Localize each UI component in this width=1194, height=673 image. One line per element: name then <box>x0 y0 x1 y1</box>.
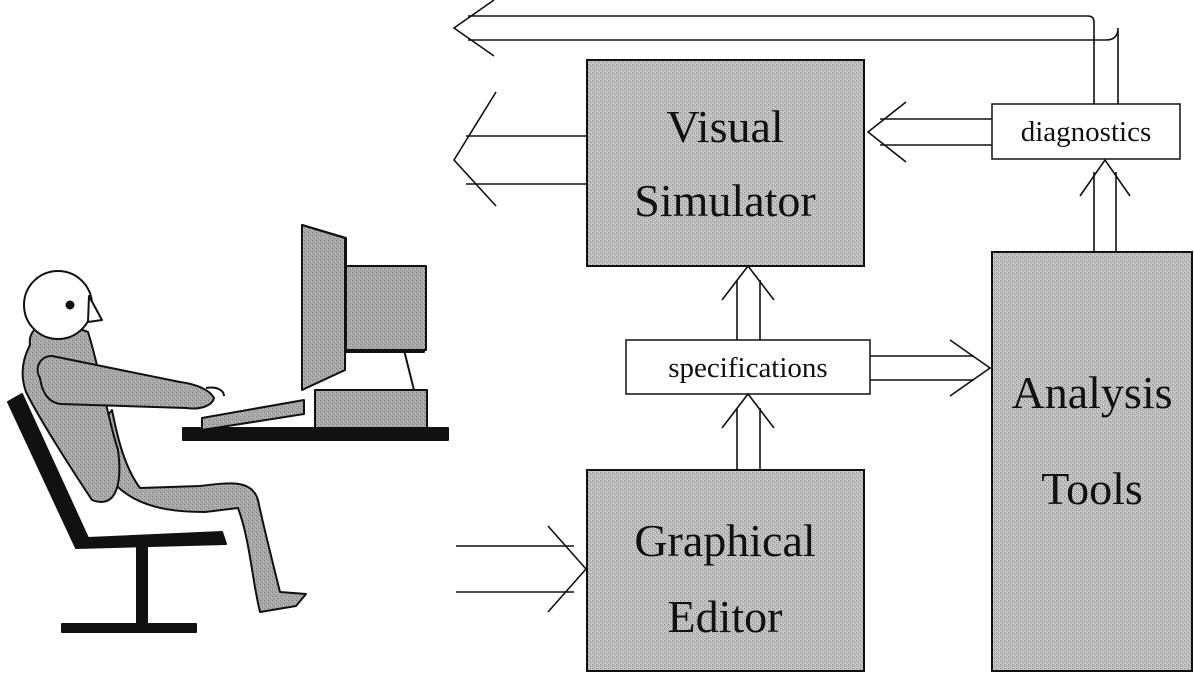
desk <box>182 427 449 441</box>
arrow-simulator-output <box>453 91 587 207</box>
computer-base <box>314 389 428 429</box>
visual-simulator-line1: Visual <box>666 101 783 152</box>
visual-simulator-line2: Simulator <box>634 175 815 226</box>
arrow-diagnostics-to-simulator <box>866 101 992 163</box>
diagnostics-text: diagnostics <box>1021 116 1152 148</box>
analysis-tools-line2: Tools <box>1041 463 1143 514</box>
graphical-editor-line1: Graphical <box>634 515 815 566</box>
block-graphical-editor: Graphical Editor <box>586 469 865 672</box>
label-specifications: specifications <box>625 339 871 395</box>
user-arm <box>36 355 215 410</box>
user-head <box>23 270 93 340</box>
analysis-tools-line1: Analysis <box>1012 367 1173 418</box>
label-diagnostics: diagnostics <box>991 103 1181 160</box>
specifications-text: specifications <box>668 352 827 384</box>
arrow-input-to-editor <box>456 525 588 613</box>
user-hand <box>205 386 225 397</box>
user-eye <box>65 300 75 310</box>
arrow-editor-to-specifications <box>721 392 775 470</box>
arrow-feedback-top <box>452 0 1119 104</box>
block-visual-simulator: Visual Simulator <box>586 59 865 267</box>
user-nose <box>87 295 103 323</box>
graphical-editor-line2: Editor <box>668 591 783 642</box>
keyboard <box>201 399 305 431</box>
arrow-specifications-to-analysis <box>870 339 992 397</box>
user-legs <box>87 409 307 613</box>
user-at-workstation <box>7 224 449 633</box>
computer-monitor <box>301 224 427 391</box>
arrow-analysis-to-diagnostics <box>1079 158 1131 252</box>
user-torso <box>21 321 121 503</box>
arrow-specifications-to-simulator <box>721 264 775 340</box>
chair <box>7 393 227 633</box>
block-analysis-tools: Analysis Tools <box>991 251 1193 672</box>
